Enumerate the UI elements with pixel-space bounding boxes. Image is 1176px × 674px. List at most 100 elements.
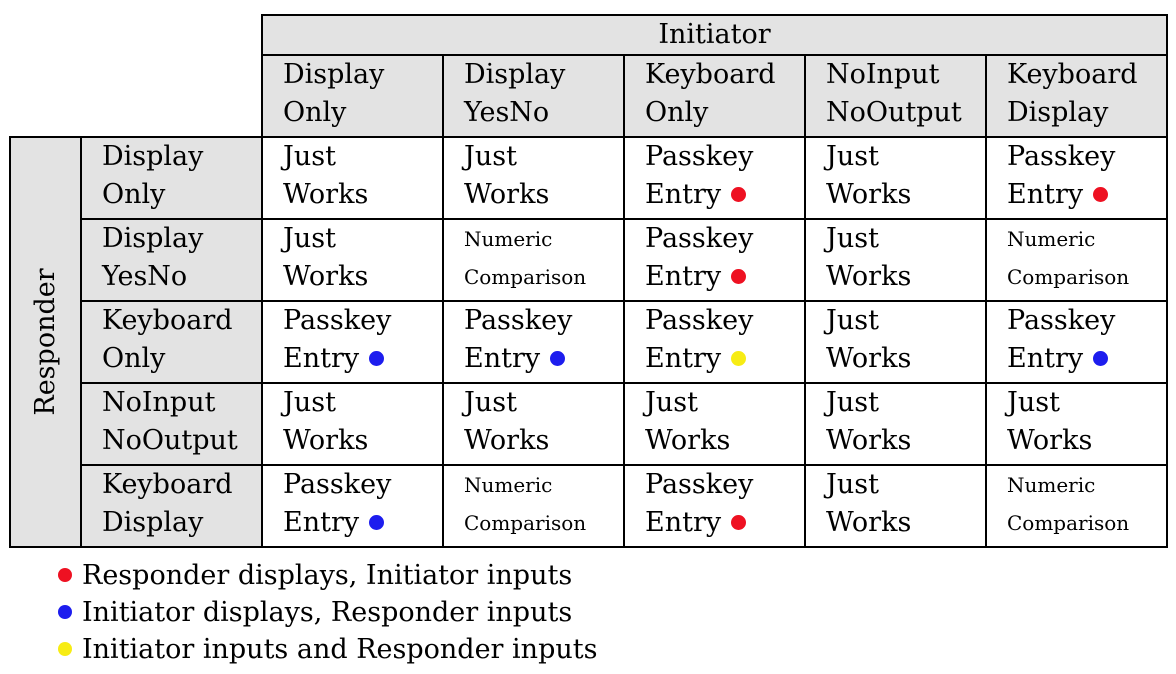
cell-line-wrap: Works <box>1007 422 1165 460</box>
corner-spacer <box>10 55 262 137</box>
row-header-line: Display <box>102 141 204 172</box>
cell-line: Works <box>826 179 912 210</box>
cell-line: Numeric <box>1007 473 1096 497</box>
cell-line: Numeric <box>464 473 553 497</box>
cell-line: Just <box>645 387 698 418</box>
column-header-line: NoOutput <box>826 97 962 128</box>
cell-line: Comparison <box>1007 265 1130 289</box>
cell-line-wrap: Works <box>826 422 984 460</box>
row-header-line: Display <box>102 223 204 254</box>
cell-line: Passkey <box>283 305 392 336</box>
cell-line-wrap: Comparison <box>1007 258 1165 296</box>
column-header-line: Keyboard <box>645 59 776 90</box>
cell-line: Just <box>283 141 336 172</box>
cell-line-wrap: Comparison <box>1007 504 1165 542</box>
blue-dot-icon <box>369 351 385 366</box>
responder-header: Responder <box>9 136 82 548</box>
initiator-header-row: Initiator <box>10 14 1168 56</box>
corner-spacer <box>10 15 262 55</box>
cell-line: Entry <box>645 261 722 292</box>
red-dot-icon <box>731 269 747 284</box>
cell-line-wrap: Works <box>283 422 441 460</box>
cell-line-wrap: Entry <box>464 340 622 378</box>
cell-line: Comparison <box>464 511 587 535</box>
cell-line: Entry <box>645 507 722 538</box>
cell-line: Just <box>283 223 336 254</box>
cell-line-wrap: Entry <box>645 504 803 542</box>
column-header-line: NoInput <box>826 59 940 90</box>
cell-line: Works <box>645 425 731 456</box>
cell-line: Passkey <box>464 305 573 336</box>
blue-dot-icon <box>58 605 72 619</box>
cell-line-wrap: Entry <box>1007 176 1165 214</box>
cell-line: Numeric <box>464 227 553 251</box>
cell-line: Entry <box>645 179 722 210</box>
legend-item-red: Responder displays, Initiator inputs <box>58 557 597 594</box>
cell-line: Entry <box>283 343 360 374</box>
cell-line: Works <box>464 425 550 456</box>
cell-line: Works <box>283 425 369 456</box>
cell-line: Just <box>826 469 879 500</box>
cell-line: Just <box>464 387 517 418</box>
cell-line: Comparison <box>1007 511 1130 535</box>
row-header-line: Keyboard <box>102 469 233 500</box>
cell-line: Just <box>283 387 336 418</box>
row-header-line: NoOutput <box>102 425 238 456</box>
cell-line-wrap: Works <box>826 340 984 378</box>
cell-line-wrap: Entry <box>645 176 803 214</box>
column-header-line: Display <box>283 59 385 90</box>
cell-line: Passkey <box>1007 141 1116 172</box>
cell-line: Passkey <box>645 305 754 336</box>
row-header-line: Display <box>102 507 204 538</box>
legend-item-blue: Initiator displays, Responder inputs <box>58 594 597 631</box>
cell-line-wrap: Works <box>826 258 984 296</box>
cell-line-wrap: Works <box>464 176 622 214</box>
blue-dot-icon <box>369 515 385 530</box>
column-header-line: Only <box>283 97 347 128</box>
cell-line: Entry <box>645 343 722 374</box>
cell-line: Just <box>826 387 879 418</box>
cell-line-wrap: Entry <box>645 258 803 296</box>
row-header-line: YesNo <box>102 261 188 292</box>
column-header-line: YesNo <box>464 97 550 128</box>
cell-line-wrap: Comparison <box>464 504 622 542</box>
cell-line: Passkey <box>645 223 754 254</box>
cell-line: Works <box>826 507 912 538</box>
cell-line-wrap: Works <box>645 422 803 460</box>
cell-line-wrap: Works <box>826 176 984 214</box>
cell-line-wrap: Entry <box>283 340 441 378</box>
cell-line-wrap: Works <box>464 422 622 460</box>
legend-label: Responder displays, Initiator inputs <box>82 560 573 591</box>
